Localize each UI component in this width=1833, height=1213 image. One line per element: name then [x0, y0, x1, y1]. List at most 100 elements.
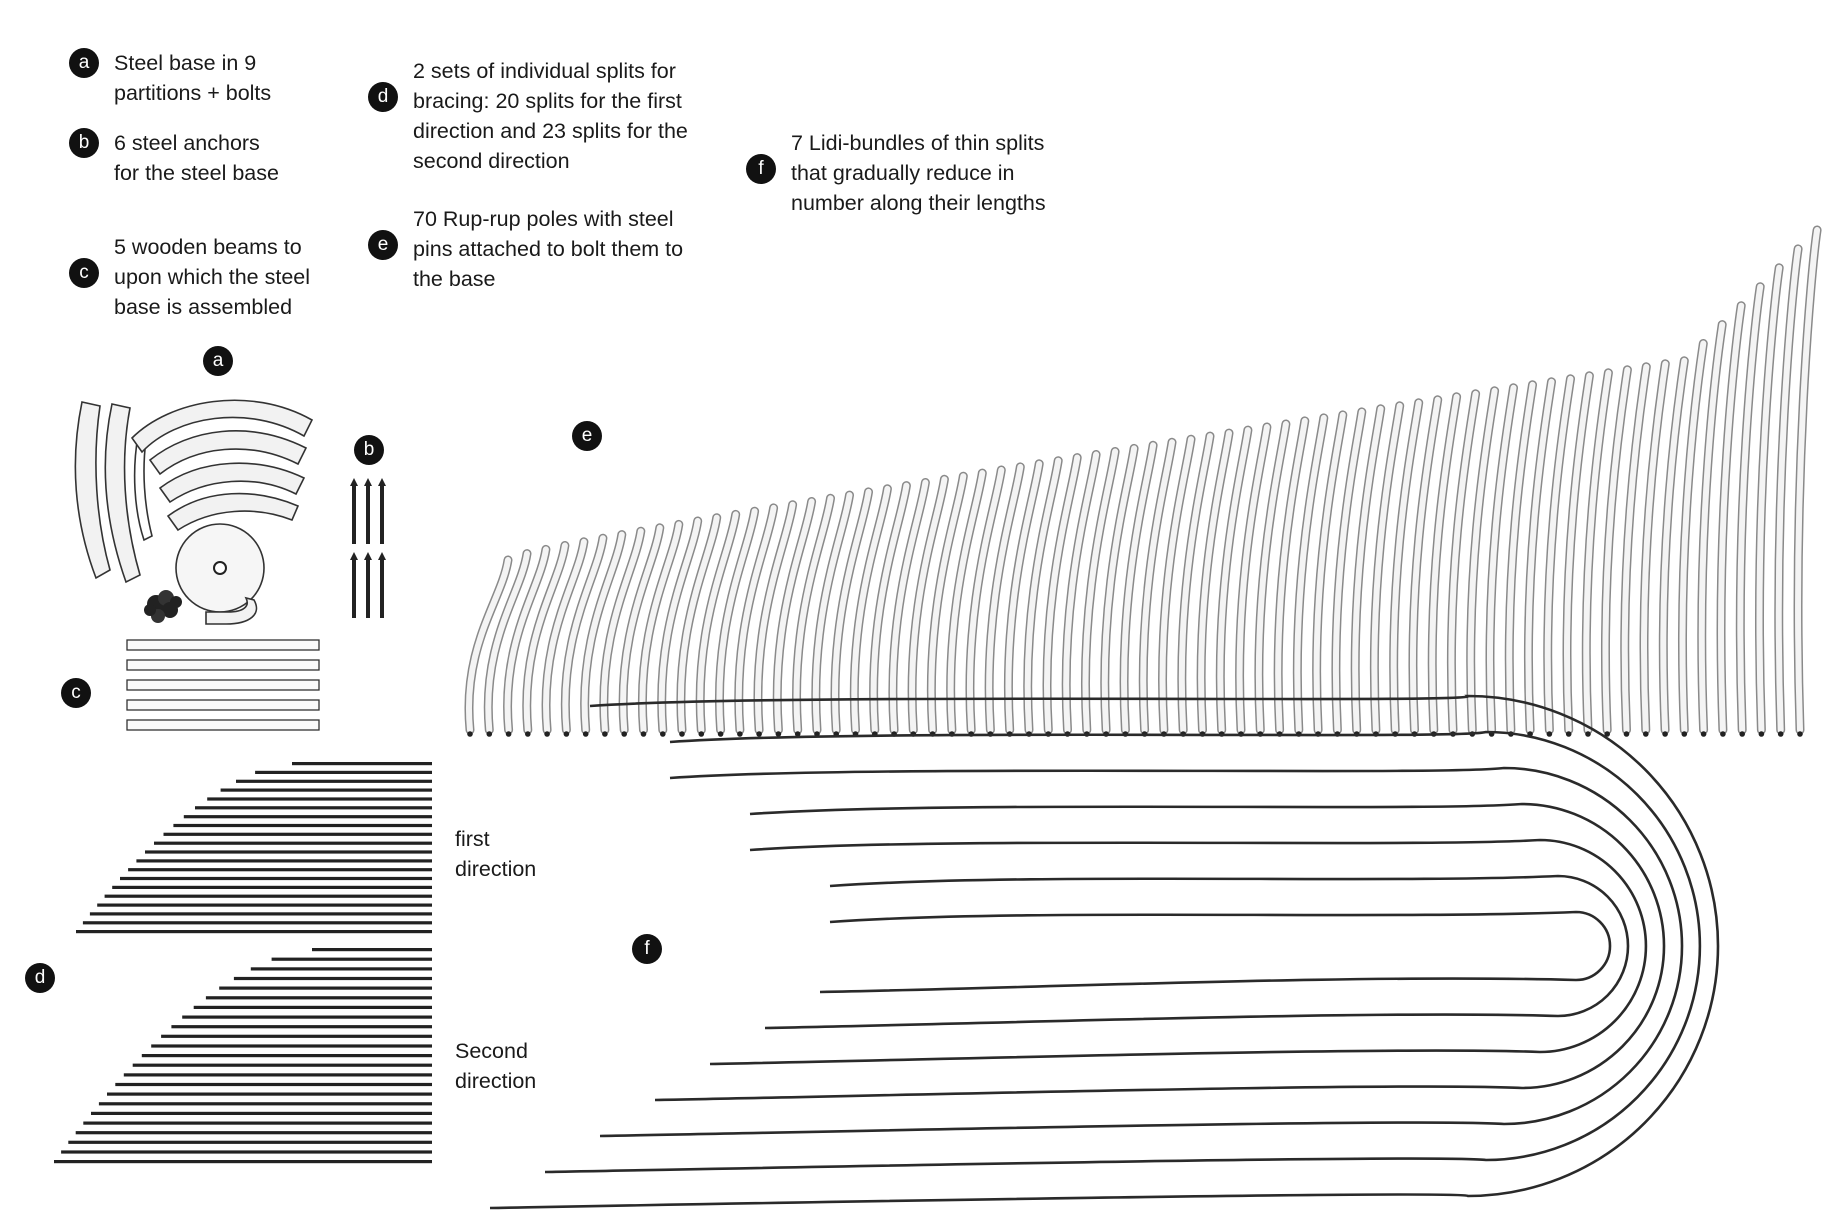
lidi-bundles — [489, 694, 1720, 1210]
part-tag-e: e — [572, 421, 602, 451]
split-first-direction — [104, 894, 432, 898]
split-first-direction — [220, 788, 432, 792]
split-second-direction — [271, 957, 432, 961]
steel-pin — [544, 731, 550, 737]
legend-text-d: 2 sets of individual splits for bracing:… — [413, 59, 688, 173]
split-first-direction — [195, 806, 432, 810]
steel-pin — [1681, 731, 1688, 737]
rup-rup-pole — [1429, 393, 1460, 733]
rup-rup-pole — [1506, 381, 1536, 733]
split-first-direction — [154, 841, 432, 845]
legend-item-c: c 5 wooden beams to upon which the steel… — [69, 232, 310, 322]
rup-rup-pole — [1178, 433, 1213, 733]
steel-pin — [717, 731, 724, 737]
split-first-direction — [292, 762, 432, 766]
wooden-beam — [126, 659, 320, 671]
rup-rup-pole — [832, 488, 872, 733]
lidi-bundle — [709, 838, 1648, 1066]
steel-pin — [1758, 731, 1765, 737]
base-partition-5 — [148, 430, 308, 476]
rup-rup-pole — [1544, 375, 1574, 733]
split-first-direction — [207, 797, 432, 801]
rup-rup-pole — [889, 479, 929, 733]
steel-pin — [698, 731, 705, 737]
rup-rup-pole — [1294, 414, 1327, 733]
split-first-direction — [236, 779, 432, 783]
split-second-direction — [54, 1160, 432, 1164]
split-second-direction — [75, 1131, 432, 1135]
legend-text-e: 70 Rup-rup poles with steel pins attache… — [413, 207, 684, 291]
legend-item-e: e 70 Rup-rup poles with steel pins attac… — [368, 204, 683, 294]
split-first-direction — [136, 859, 432, 863]
legend-badge-c: c — [69, 258, 99, 288]
lidi-bundle — [599, 766, 1684, 1138]
rup-rup-pole — [1583, 369, 1612, 733]
legend-badge-b: b — [69, 128, 99, 158]
split-second-direction — [83, 1121, 433, 1125]
split-second-direction — [123, 1073, 433, 1077]
steel-pin — [505, 731, 512, 737]
steel-pin — [794, 731, 801, 737]
rup-rup-pole — [1564, 372, 1593, 733]
part-tag-d: d — [25, 963, 55, 993]
rup-rup-pole — [581, 531, 625, 733]
split-first-direction — [89, 912, 433, 916]
legend-item-b: b 6 steel anchors for the steel base — [69, 128, 279, 188]
steel-pin — [1623, 731, 1630, 737]
rup-rup-pole — [909, 476, 948, 733]
rup-rup-pole — [1101, 445, 1138, 733]
split-first-direction — [163, 832, 432, 836]
rup-rup-pole — [1005, 460, 1043, 733]
steel-pin — [1720, 731, 1726, 737]
rup-rup-pole — [1525, 378, 1555, 733]
legend-badge-d: d — [368, 82, 398, 112]
split-second-direction — [91, 1111, 432, 1115]
split-first-direction — [112, 885, 432, 889]
rup-rup-pole — [1718, 302, 1745, 733]
rup-rup-pole — [774, 498, 815, 733]
rup-rup-pole — [543, 538, 587, 733]
steel-pin — [1700, 731, 1707, 737]
legend-text-f: 7 Lidi-bundles of thin splits that gradu… — [791, 131, 1046, 215]
rup-rup-pole — [928, 473, 967, 733]
split-second-direction — [141, 1054, 433, 1058]
rup-rup-pole — [1602, 366, 1631, 733]
lidi-bundle — [544, 730, 1702, 1174]
steel-pin — [486, 731, 493, 737]
rup-rup-pole — [1448, 390, 1479, 733]
split-second-direction — [61, 1150, 432, 1154]
rup-rup-pole — [1043, 454, 1081, 733]
base-partition-7 — [166, 492, 300, 532]
rup-rup-pole — [966, 467, 1005, 733]
lidi-bundle — [819, 910, 1612, 994]
split-first-direction — [255, 770, 432, 774]
split-first-direction — [128, 868, 432, 872]
steel-pin — [1739, 731, 1745, 737]
legend-text-b: 6 steel anchors for the steel base — [114, 131, 279, 185]
split-first-direction — [173, 823, 432, 828]
rup-rup-poles — [464, 225, 1822, 737]
rup-rup-pole — [1795, 227, 1821, 733]
steel-pin — [640, 731, 647, 737]
legend-badge-a: a — [69, 48, 99, 78]
legend-item-f: f 7 Lidi-bundles of thin splits that gra… — [746, 128, 1046, 218]
split-first-direction — [183, 815, 432, 819]
rup-rup-pole — [793, 495, 834, 733]
rup-rup-pole — [1698, 321, 1726, 733]
split-second-direction — [193, 1005, 432, 1009]
base-partition-2 — [104, 403, 141, 584]
steel-pin — [1797, 731, 1803, 737]
split-second-direction — [98, 1102, 433, 1106]
legend-text-c: 5 wooden beams to upon which the steel b… — [114, 235, 311, 319]
split-first-direction — [120, 876, 432, 881]
rup-rup-pole — [754, 501, 796, 733]
part-tag-b: b — [354, 435, 384, 465]
rup-rup-pole — [677, 514, 720, 733]
legend-item-a: a Steel base in 9 partitions + bolts — [69, 48, 271, 108]
rup-rup-pole — [1159, 436, 1194, 733]
steel-anchor-head — [350, 552, 358, 560]
split-second-direction — [219, 986, 432, 990]
rup-rup-pole — [1063, 451, 1100, 733]
rup-rup-pole — [639, 521, 682, 733]
